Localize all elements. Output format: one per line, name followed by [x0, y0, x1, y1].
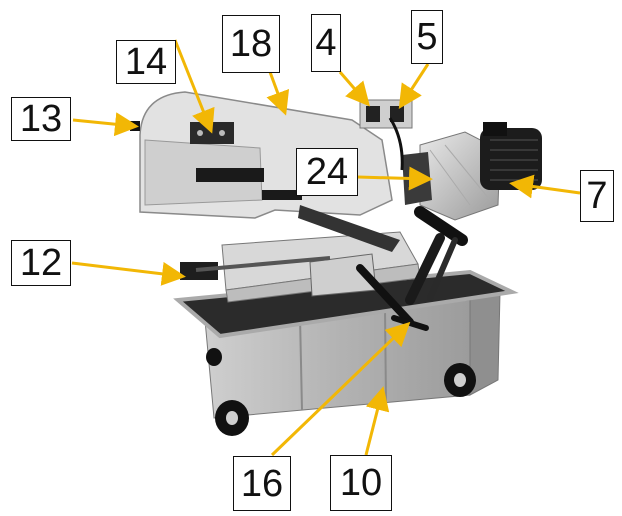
wheels — [206, 348, 476, 436]
arrow-18 — [266, 71, 290, 116]
arrow-12 — [71, 261, 186, 286]
control-box — [359, 99, 413, 129]
callout-7: 7 — [580, 170, 614, 222]
callout-18: 18 — [222, 15, 280, 73]
callout-10: 10 — [330, 455, 392, 511]
arrow-10 — [364, 386, 390, 456]
arrow-24 — [357, 166, 433, 191]
motor — [480, 122, 542, 190]
callout-5: 5 — [411, 10, 443, 64]
callout-24: 24 — [296, 148, 358, 196]
arrow-5 — [398, 63, 430, 110]
arrow-4 — [338, 71, 370, 107]
arrow-14 — [173, 39, 215, 134]
callout-4: 4 — [311, 14, 341, 72]
arrow-7 — [509, 174, 581, 199]
callout-14: 14 — [116, 40, 176, 84]
arrow-16 — [270, 321, 411, 457]
callout-12: 12 — [11, 240, 71, 286]
callout-13: 13 — [11, 97, 71, 141]
hydraulic-arm — [388, 117, 468, 305]
callout-16: 16 — [233, 456, 291, 511]
leader-arrows — [71, 39, 581, 457]
arrow-13 — [72, 112, 139, 137]
